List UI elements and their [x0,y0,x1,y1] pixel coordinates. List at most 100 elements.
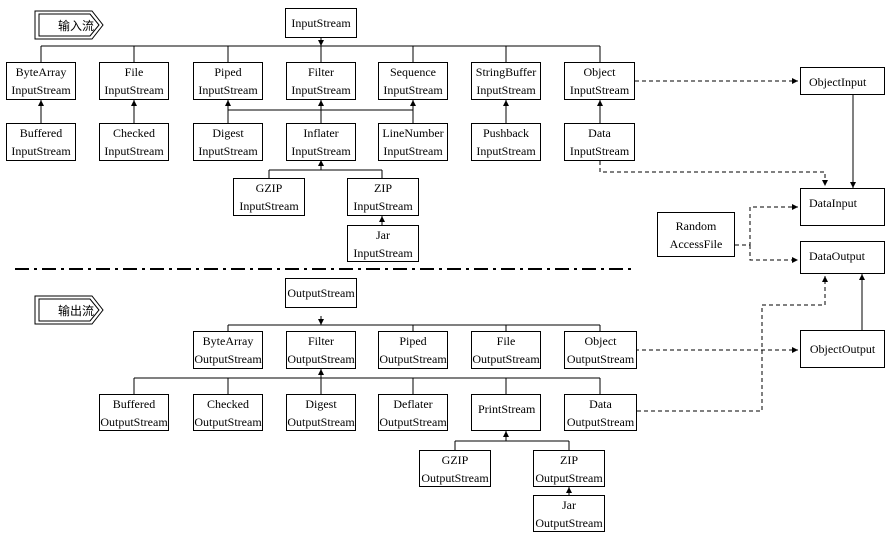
digest-outputstream-node[interactable]: Digest OutputStream [286,394,356,431]
filter-inputstream-node[interactable]: Filter InputStream [286,62,356,100]
output-tag-shape [34,295,104,325]
zip-outputstream-node[interactable]: ZIP OutputStream [533,450,605,487]
node-label: GZIP [255,181,283,195]
node-label: Random [675,218,717,233]
outputstream-node[interactable]: OutputStream [285,278,357,308]
node-label: Data [588,126,611,140]
node-label: LineNumber [382,126,444,140]
node-label: OutputStream [287,286,355,300]
node-label: InputStream [291,83,351,97]
node-label: ByteArray [15,65,67,79]
inputstream-node[interactable]: InputStream [285,8,357,38]
node-label: InputStream [198,83,258,97]
node-label: File [124,65,144,79]
node-label: Checked [113,126,155,140]
node-label: ByteArray [202,334,254,348]
object-outputstream-node[interactable]: Object OutputStream [564,331,637,369]
piped-inputstream-node[interactable]: Piped InputStream [193,62,263,100]
node-label: PrintStream [478,402,536,416]
node-label: DataInput [809,196,857,210]
node-label: Checked [207,396,249,411]
node-label: ObjectInput [809,75,867,89]
node-label: Jar [562,497,576,512]
sequence-inputstream-node[interactable]: Sequence InputStream [378,62,448,100]
node-label: OutputStream [566,352,635,366]
output-tag-label: 输出流 [57,303,94,318]
checked-inputstream-node[interactable]: Checked InputStream [99,123,169,161]
data-inputstream-node[interactable]: Data InputStream [564,123,635,161]
jar-inputstream-node[interactable]: Jar InputStream [347,225,419,262]
dataoutput-node[interactable]: DataOutput [800,241,885,274]
node-label: InputStream [11,144,71,158]
node-label: OutputStream [472,352,540,366]
node-label: Object [583,65,616,79]
node-label: Filter [308,65,334,79]
node-label: Inflater [303,126,339,140]
node-label: InputStream [198,144,258,158]
node-label: Buffered [112,396,156,411]
checked-outputstream-node[interactable]: Checked OutputStream [193,394,263,431]
file-inputstream-node[interactable]: File InputStream [99,62,169,100]
node-label: OutputStream [421,470,489,485]
node-label: Pushback [483,126,529,140]
jar-outputstream-node[interactable]: Jar OutputStream [533,495,605,532]
node-label: File [496,334,516,348]
linenumber-inputstream-node[interactable]: LineNumber InputStream [378,123,448,161]
node-label: GZIP [441,452,469,467]
objectoutput-node[interactable]: ObjectOutput [800,330,885,368]
node-label: InputStream [569,144,630,158]
node-label: Piped [214,65,242,79]
node-label: Digest [212,126,244,140]
node-label: InputStream [104,144,164,158]
bytearray-inputstream-node[interactable]: ByteArray InputStream [6,62,76,100]
node-label: Data [589,396,612,411]
objectinput-node[interactable]: ObjectInput [800,67,885,95]
input-tag-label: 输入流 [57,18,94,33]
node-label: InputStream [383,83,443,97]
zip-inputstream-node[interactable]: ZIP InputStream [347,178,419,216]
gzip-inputstream-node[interactable]: GZIP InputStream [233,178,305,216]
node-label: Filter [308,334,334,348]
deflater-outputstream-node[interactable]: Deflater OutputStream [378,394,448,431]
node-label: Digest [305,396,337,411]
node-label: Object [584,334,617,348]
node-label: InputStream [476,83,536,97]
node-label: StringBuffer [475,65,537,79]
node-label: Buffered [19,126,63,140]
node-label: DataOutput [809,249,865,263]
node-label: OutputStream [566,414,635,429]
inflater-inputstream-node[interactable]: Inflater InputStream [286,123,356,161]
node-label: InputStream [291,144,351,158]
input-tag-shape [34,10,104,40]
printstream-node[interactable]: PrintStream [471,394,541,431]
datainput-node[interactable]: DataInput [800,188,885,226]
node-label: ObjectOutput [809,342,876,356]
digest-inputstream-node[interactable]: Digest InputStream [193,123,263,161]
node-label: Deflater [393,396,433,411]
buffered-inputstream-node[interactable]: Buffered InputStream [6,123,76,161]
node-label: InputStream [353,245,413,260]
node-label: InputStream [104,83,164,97]
node-label: OutputStream [379,414,447,429]
pushback-inputstream-node[interactable]: Pushback InputStream [471,123,541,161]
file-outputstream-node[interactable]: File OutputStream [471,331,541,369]
node-label: OutputStream [287,414,355,429]
filter-outputstream-node[interactable]: Filter OutputStream [286,331,356,369]
node-label: InputStream [353,199,413,213]
node-label: OutputStream [379,352,447,366]
node-label: InputStream [383,144,443,158]
bytearray-outputstream-node[interactable]: ByteArray OutputStream [193,331,263,369]
node-label: AccessFile [669,236,723,251]
data-outputstream-node[interactable]: Data OutputStream [564,394,637,431]
node-label: InputStream [11,83,71,97]
buffered-outputstream-node[interactable]: Buffered OutputStream [99,394,169,431]
node-label: Jar [376,227,390,242]
node-label: OutputStream [535,470,603,485]
stringbuffer-inputstream-node[interactable]: StringBuffer InputStream [471,62,541,100]
object-inputstream-node[interactable]: Object InputStream [564,62,635,100]
piped-outputstream-node[interactable]: Piped OutputStream [378,331,448,369]
gzip-outputstream-node[interactable]: GZIP OutputStream [419,450,491,487]
randomaccessfile-node[interactable]: Random AccessFile [657,212,735,257]
node-label: OutputStream [194,352,262,366]
